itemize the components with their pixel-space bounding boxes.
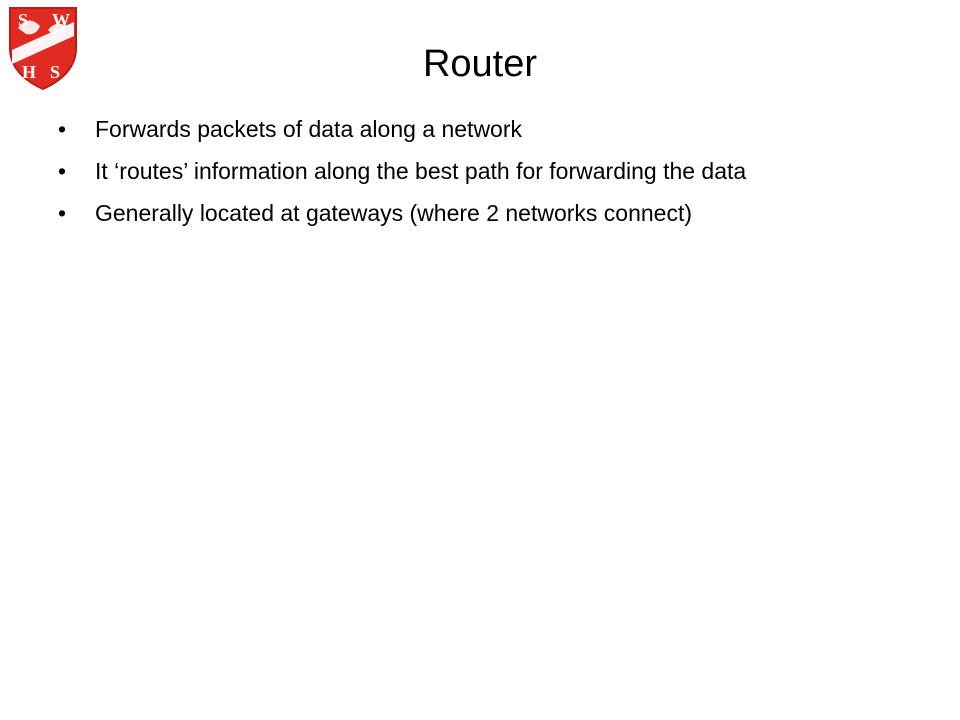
bullet-text: Generally located at gateways (where 2 n… <box>95 200 693 226</box>
bullet-item: • Generally located at gateways (where 2… <box>58 198 888 228</box>
bullet-icon: • <box>58 116 67 142</box>
bullet-text: It ‘routes’ information along the best p… <box>95 158 747 184</box>
bullet-icon: • <box>58 158 67 184</box>
bullet-icon: • <box>58 200 67 226</box>
shield-icon: S W H S <box>9 7 77 91</box>
school-crest-logo: S W H S <box>4 2 82 92</box>
svg-text:S: S <box>18 10 28 30</box>
svg-text:W: W <box>52 10 70 30</box>
svg-text:S: S <box>50 62 60 82</box>
bullet-item: • It ‘routes’ information along the best… <box>58 156 888 186</box>
bullet-text: Forwards packets of data along a network <box>95 116 523 142</box>
svg-text:H: H <box>22 62 36 82</box>
bullet-item: • Forwards packets of data along a netwo… <box>58 114 888 144</box>
slide-title: Router <box>422 43 538 85</box>
bullet-list: • Forwards packets of data along a netwo… <box>58 114 888 240</box>
